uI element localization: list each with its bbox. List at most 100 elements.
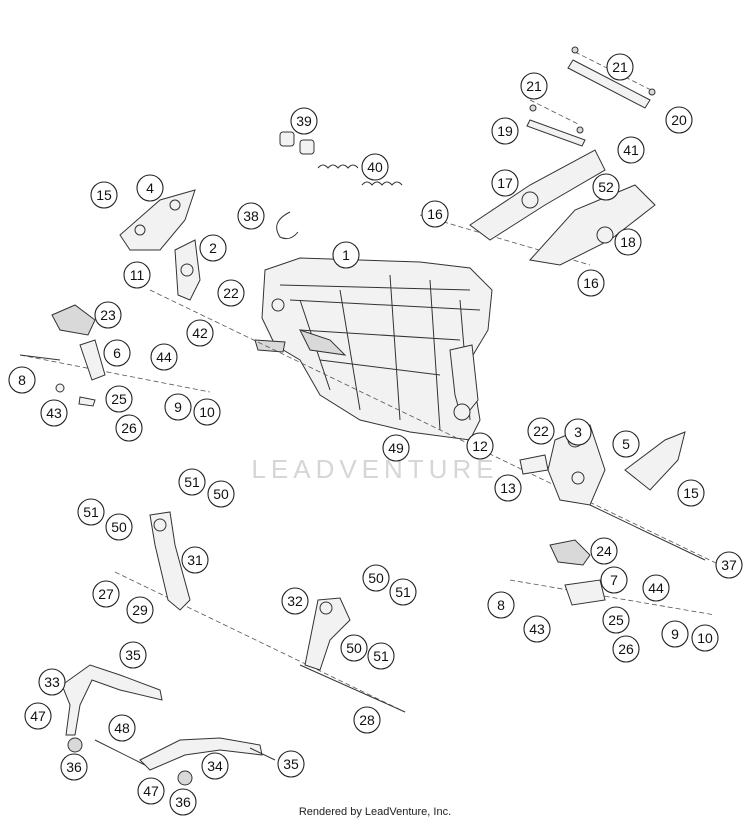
springs bbox=[317, 164, 403, 186]
callout-15: 15 bbox=[90, 181, 118, 209]
callout-label: 50 bbox=[111, 519, 127, 535]
callout-26: 26 bbox=[612, 635, 640, 663]
callout-label: 26 bbox=[121, 420, 137, 436]
callout-label: 34 bbox=[207, 758, 223, 774]
stand-shaft bbox=[299, 664, 406, 713]
callout-label: 50 bbox=[213, 486, 229, 502]
callout-49: 49 bbox=[382, 434, 410, 462]
cross-strap bbox=[526, 119, 586, 147]
callout-35: 35 bbox=[277, 750, 305, 778]
callout-50: 50 bbox=[362, 564, 390, 592]
callout-37: 37 bbox=[715, 551, 743, 579]
callout-10: 10 bbox=[691, 624, 719, 652]
callout-label: 42 bbox=[192, 325, 208, 341]
side-stand-arm bbox=[149, 511, 191, 611]
callout-7: 7 bbox=[600, 566, 628, 594]
top-plate bbox=[567, 59, 651, 109]
callout-label: 15 bbox=[96, 187, 112, 203]
callout-label: 29 bbox=[132, 602, 148, 618]
callout-label: 21 bbox=[612, 59, 628, 75]
callout-51: 51 bbox=[389, 578, 417, 606]
callout-19: 19 bbox=[491, 117, 519, 145]
crash-bar-left bbox=[61, 664, 163, 753]
callout-label: 31 bbox=[187, 552, 203, 568]
callout-50: 50 bbox=[105, 513, 133, 541]
callout-label: 22 bbox=[533, 423, 549, 439]
callout-label: 51 bbox=[373, 648, 389, 664]
callout-42: 42 bbox=[186, 319, 214, 347]
long-axle bbox=[589, 504, 706, 561]
callout-23: 23 bbox=[94, 301, 122, 329]
nut-a bbox=[571, 46, 579, 54]
callout-label: 24 bbox=[596, 543, 612, 559]
callout-47: 47 bbox=[24, 702, 52, 730]
callout-21: 21 bbox=[520, 72, 548, 100]
callout-label: 40 bbox=[367, 159, 383, 175]
callout-label: 10 bbox=[199, 404, 215, 420]
callout-label: 36 bbox=[66, 759, 82, 775]
callout-label: 25 bbox=[608, 612, 624, 628]
callout-29: 29 bbox=[126, 596, 154, 624]
assembly-lines bbox=[19, 51, 721, 713]
callout-36: 36 bbox=[169, 788, 197, 816]
callout-28: 28 bbox=[353, 706, 381, 734]
callout-label: 50 bbox=[368, 570, 384, 586]
callout-6: 6 bbox=[103, 339, 131, 367]
callout-label: 6 bbox=[113, 345, 121, 361]
watermark: LEADVENTURE bbox=[251, 379, 494, 484]
callout-11: 11 bbox=[123, 261, 151, 289]
callout-label: 35 bbox=[125, 647, 141, 663]
callout-9: 9 bbox=[661, 620, 689, 648]
callout-label: 9 bbox=[174, 399, 182, 415]
callout-label: 43 bbox=[46, 405, 62, 421]
callout-51: 51 bbox=[178, 468, 206, 496]
callout-label: 9 bbox=[671, 626, 679, 642]
callout-27: 27 bbox=[92, 580, 120, 608]
crash-bar-tube bbox=[94, 739, 146, 766]
callout-33: 33 bbox=[38, 668, 66, 696]
callout-25: 25 bbox=[105, 385, 133, 413]
callout-label: 27 bbox=[98, 586, 114, 602]
callout-34: 34 bbox=[201, 752, 229, 780]
callout-label: 32 bbox=[287, 593, 303, 609]
callout-44: 44 bbox=[150, 343, 178, 371]
right-footpeg bbox=[549, 539, 606, 606]
callout-8: 8 bbox=[487, 591, 515, 619]
callout-label: 8 bbox=[18, 372, 26, 388]
callout-52: 52 bbox=[592, 173, 620, 201]
callout-label: 48 bbox=[114, 720, 130, 736]
callout-label: 38 bbox=[243, 208, 259, 224]
callout-label: 15 bbox=[683, 485, 699, 501]
callout-label: 47 bbox=[30, 708, 46, 724]
callout-16: 16 bbox=[577, 269, 605, 297]
callout-43: 43 bbox=[523, 615, 551, 643]
nut-c bbox=[529, 104, 537, 112]
callout-8: 8 bbox=[8, 366, 36, 394]
callout-label: 11 bbox=[130, 267, 145, 283]
callout-22: 22 bbox=[217, 279, 245, 307]
callout-22: 22 bbox=[527, 417, 555, 445]
callout-38: 38 bbox=[237, 202, 265, 230]
callout-label: 33 bbox=[44, 674, 60, 690]
callout-12: 12 bbox=[466, 432, 494, 460]
callout-31: 31 bbox=[181, 546, 209, 574]
callout-label: 21 bbox=[526, 78, 542, 94]
callout-label: 35 bbox=[283, 756, 299, 772]
callout-25: 25 bbox=[602, 606, 630, 634]
callout-50: 50 bbox=[340, 634, 368, 662]
callout-label: 20 bbox=[671, 112, 687, 128]
callout-20: 20 bbox=[665, 106, 693, 134]
callout-2: 2 bbox=[199, 234, 227, 262]
callout-label: 3 bbox=[574, 424, 582, 440]
callout-4: 4 bbox=[136, 174, 164, 202]
crash-bar-right bbox=[139, 737, 263, 786]
callout-21: 21 bbox=[606, 53, 634, 81]
callout-label: 12 bbox=[472, 438, 488, 454]
callout-label: 16 bbox=[583, 275, 599, 291]
callout-48: 48 bbox=[108, 714, 136, 742]
callout-label: 50 bbox=[346, 640, 362, 656]
left-footpeg bbox=[51, 304, 106, 381]
callout-18: 18 bbox=[614, 228, 642, 256]
callout-26: 26 bbox=[115, 414, 143, 442]
